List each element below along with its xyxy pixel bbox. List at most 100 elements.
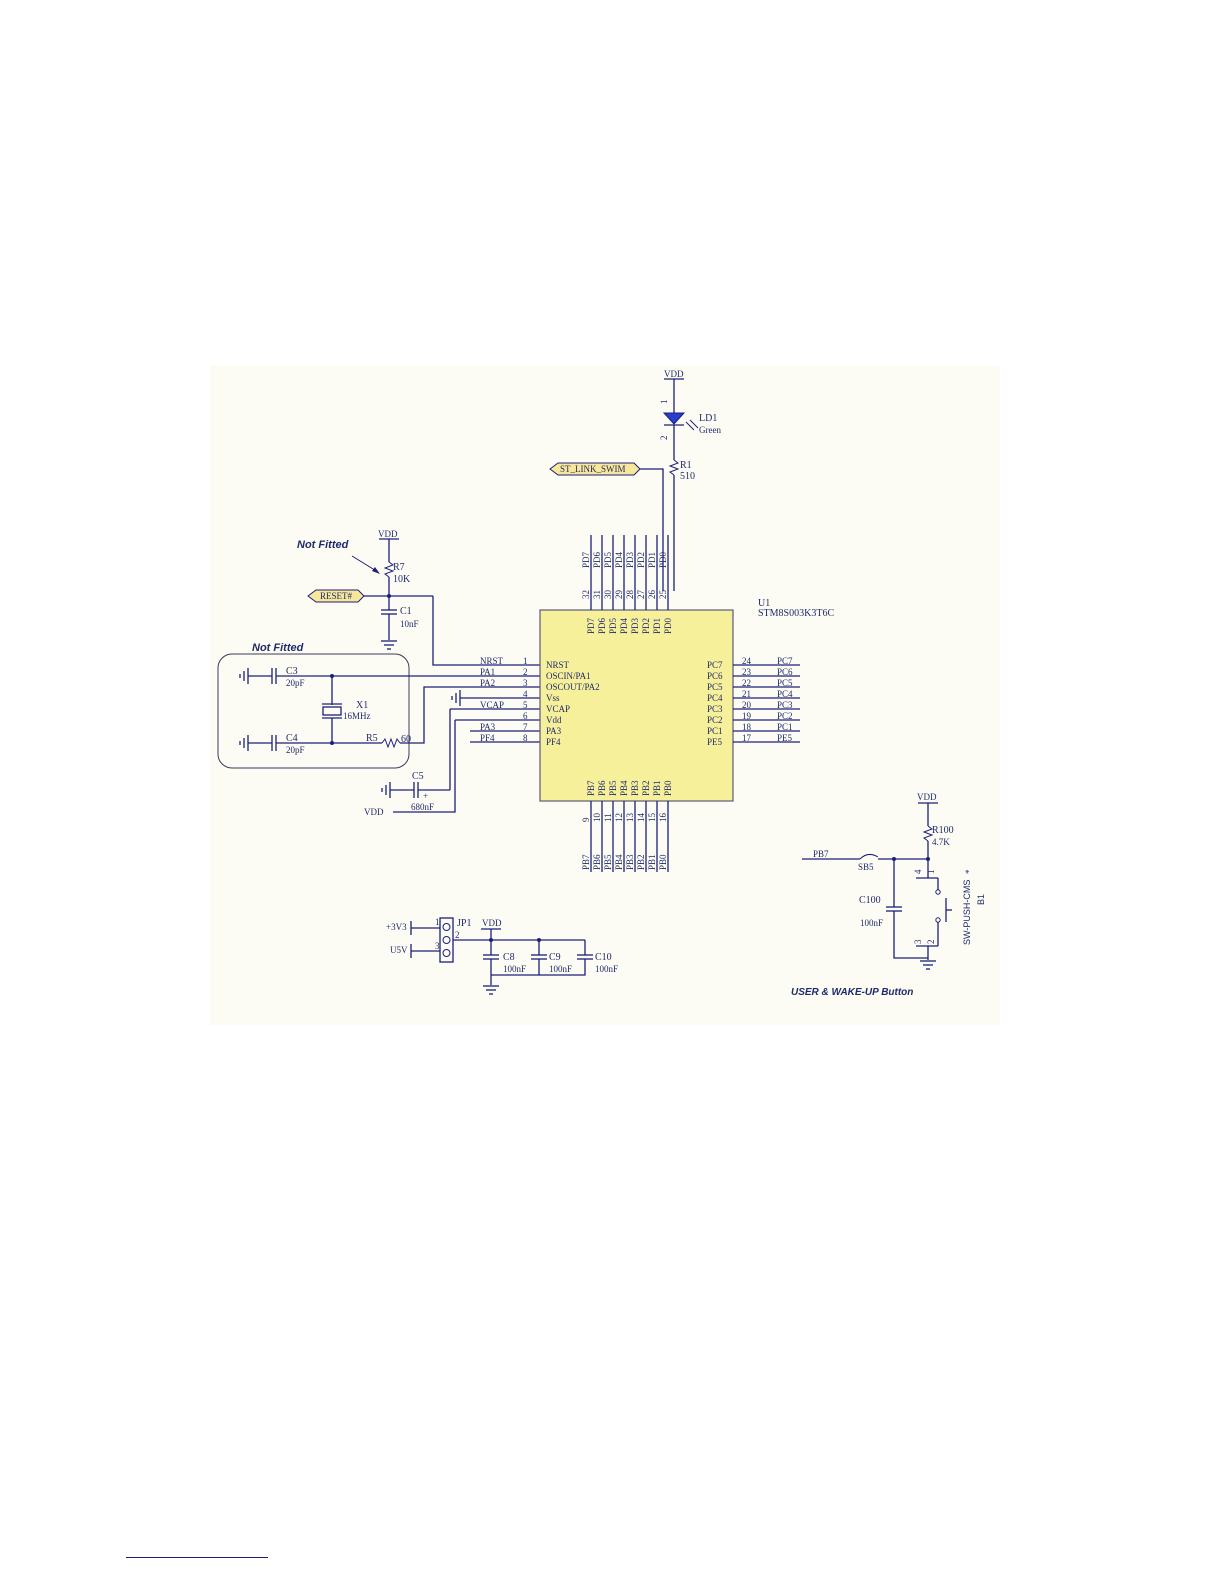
u1-pin-name-21: PC4 (707, 693, 723, 703)
u1-net-nrst: NRST (480, 656, 504, 666)
r5-value: 60 (401, 734, 411, 745)
u1-net-pc7: PC7 (777, 656, 793, 666)
c3-ref: C3 (286, 666, 298, 677)
vdd-label-button: VDD (917, 792, 937, 802)
u1-pin-num-32: 32 (581, 590, 591, 599)
u1-net-pd4: PD4 (614, 551, 624, 568)
u1-pin-name-3: OSCOUT/PA2 (546, 682, 600, 692)
u1-pin-num-23: 23 (742, 667, 752, 677)
vdd-label-reset: VDD (378, 529, 398, 539)
u1-pin-num-21: 21 (742, 689, 751, 699)
u1-net-pb1: PB1 (647, 854, 657, 870)
b1-pin1: 1 (926, 870, 936, 875)
x1-crystal (322, 706, 342, 716)
c8-value: 100nF (503, 964, 526, 974)
u1-pin-num-15: 15 (647, 813, 657, 823)
c10-value: 100nF (595, 964, 618, 974)
v3v3-label: +3V3 (386, 922, 407, 932)
r5-symbol (381, 737, 401, 749)
u1-pin-name-17: PE5 (707, 737, 723, 747)
u1-pins: NRST1NRSTOSCIN/PA12PA1OSCOUT/PA23PA2Vss4… (480, 535, 800, 872)
u1-net-pd6: PD6 (592, 551, 602, 568)
u1-net-pf4: PF4 (480, 733, 495, 743)
u1-pin-num-2: 2 (523, 667, 528, 677)
u1-pin-name-27: PD2 (641, 618, 651, 634)
b1-pin2: 2 (926, 940, 936, 945)
r1-symbol (668, 459, 680, 476)
u1-pin-name-12: PB4 (619, 780, 629, 796)
u1-net-pd7: PD7 (581, 551, 591, 568)
jp1-pin1: 1 (435, 917, 440, 927)
u1-pin-num-13: 13 (625, 813, 635, 823)
u1-pin-name-29: PD4 (619, 617, 629, 634)
u1-pin-num-19: 19 (742, 711, 752, 721)
u1-net-pc3: PC3 (777, 700, 793, 710)
u1-pin-num-9: 9 (581, 817, 591, 822)
u1-net-pd5: PD5 (603, 551, 613, 568)
u1-pin-num-26: 26 (647, 590, 657, 600)
u5v-label: U5V (390, 945, 408, 955)
u1-pin-name-26: PD1 (652, 618, 662, 634)
u1-pin-name-20: PC3 (707, 704, 723, 714)
u1-pin-name-1: NRST (546, 660, 570, 670)
u1-net-pb6: PB6 (592, 854, 602, 870)
u1-pin-name-9: PB7 (586, 780, 596, 796)
u1-pin-num-8: 8 (523, 733, 528, 743)
button-caption: USER & WAKE-UP Button (791, 987, 913, 998)
u1-net-pd2: PD2 (636, 552, 646, 568)
u1-net-pd0: PD0 (658, 551, 668, 568)
c100-value: 100nF (860, 918, 883, 928)
u1-microcontroller: U1 STM8S003K3T6C NRST1NRSTOSCIN/PA12PA1O… (480, 535, 834, 872)
c9-ref: C9 (549, 952, 561, 963)
u1-net-pc1: PC1 (777, 722, 793, 732)
u1-pin-name-4: Vss (546, 693, 560, 703)
vdd-label-led: VDD (664, 369, 684, 379)
u1-pin-num-10: 10 (592, 813, 602, 823)
jp1-power-selector: +3V3 U5V 1 2 3 JP1 VDD C8 100nF C9 100nF (386, 917, 618, 995)
user-button-circuit: VDD R100 4.7K PB7 SB5 C100 100nF 4 1 3 2 (791, 792, 986, 998)
u1-pin-name-32: PD7 (586, 617, 596, 634)
u1-pin-num-28: 28 (625, 590, 635, 600)
u1-pin-num-3: 3 (523, 678, 528, 688)
x1-ref: X1 (356, 700, 368, 711)
u1-pin-name-30: PD5 (608, 617, 618, 634)
footnote-rule (126, 1557, 268, 1558)
r7-value: 10K (393, 574, 411, 585)
u1-pin-num-12: 12 (614, 813, 624, 822)
u1-pin-name-19: PC2 (707, 715, 723, 725)
b1-part: SW-PUSH-CMS (962, 880, 972, 945)
u1-pin-name-25: PD0 (663, 617, 673, 634)
u1-pin-num-14: 14 (636, 813, 646, 823)
u1-pin-num-5: 5 (523, 700, 528, 710)
u1-pin-num-6: 6 (523, 711, 528, 721)
u1-pin-num-27: 27 (636, 590, 646, 600)
r100-ref: R100 (932, 825, 954, 836)
u1-part: STM8S003K3T6C (758, 608, 834, 619)
u1-pin-name-15: PB1 (652, 780, 662, 796)
u1-net-pc6: PC6 (777, 667, 793, 677)
u1-pin-num-17: 17 (742, 733, 752, 743)
c100-ref: C100 (859, 895, 881, 906)
c5-plus: + (423, 791, 428, 801)
u1-net-pb5: PB5 (603, 854, 613, 870)
u1-pin-num-20: 20 (742, 700, 752, 710)
jp1-header[interactable] (439, 917, 454, 963)
u1-pin-name-18: PC1 (707, 726, 723, 736)
u1-net-pc2: PC2 (777, 711, 793, 721)
reset-circuit: Not Fitted VDD R7 10K RESET# C1 10nF (297, 529, 540, 666)
u1-pin-num-30: 30 (603, 590, 613, 600)
b1-ref: B1 (976, 894, 986, 905)
u1-net-pb4: PB4 (614, 854, 624, 870)
r7-ref: R7 (393, 562, 405, 573)
oscillator-circuit: Not Fitted C3 20pF X1 16MHz C4 20pF R5 6… (217, 642, 540, 769)
jp1-ref: JP1 (457, 918, 471, 929)
u1-pin-num-29: 29 (614, 590, 624, 600)
u1-pin-name-16: PB0 (663, 780, 673, 796)
led-ref: LD1 (699, 413, 717, 424)
u1-net-pa3: PA3 (480, 722, 496, 732)
u1-net-pa2: PA2 (480, 678, 495, 688)
u1-pin-num-24: 24 (742, 656, 752, 666)
u1-pin-name-7: PA3 (546, 726, 562, 736)
u1-net-vcap: VCAP (480, 700, 504, 710)
u1-net-pd3: PD3 (625, 551, 635, 568)
